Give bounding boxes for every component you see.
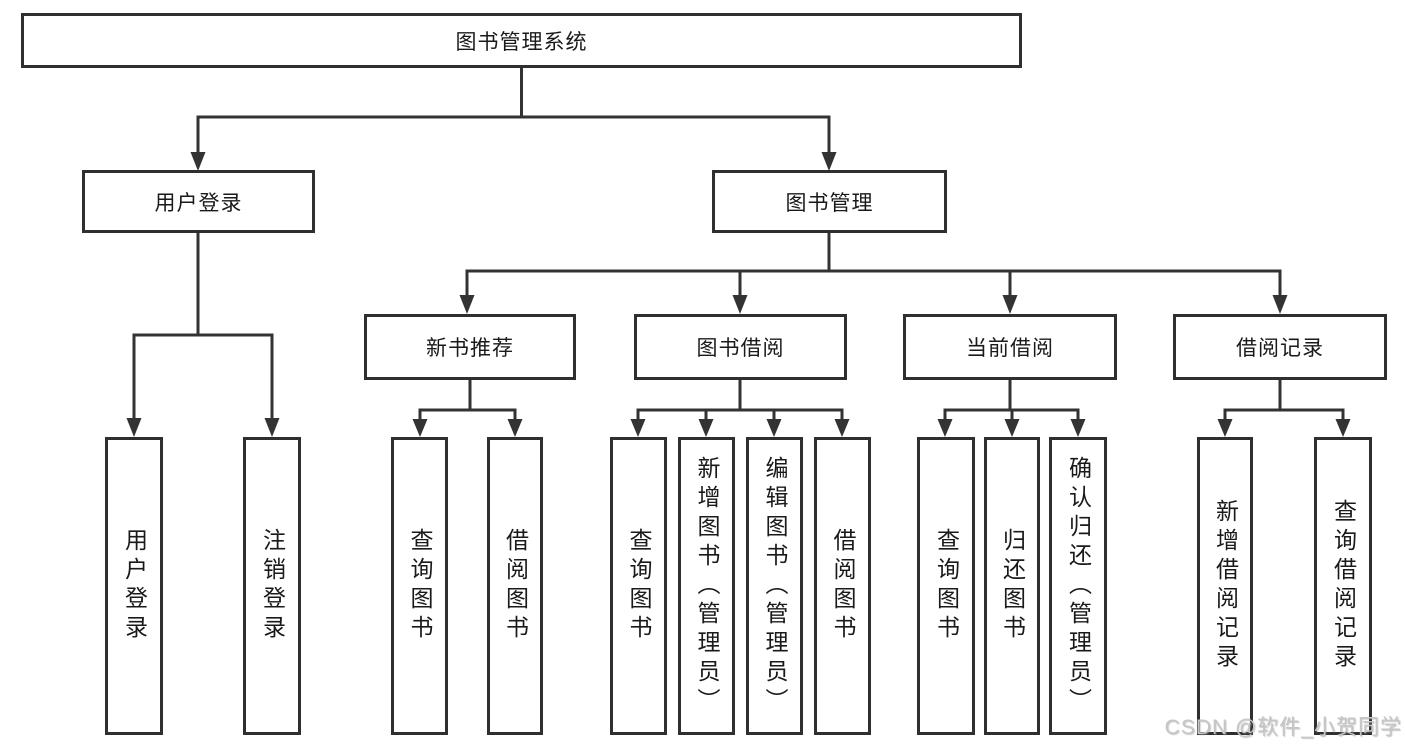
- leaf-query-books-borrow-label: 查询图书: [626, 528, 652, 644]
- node-root: 图书管理系统: [21, 13, 1022, 68]
- leaf-query-borrow-record: 查询借阅记录: [1314, 437, 1372, 735]
- leaf-query-borrow-record-label: 查询借阅记录: [1330, 499, 1357, 673]
- arrowhead: [1272, 295, 1288, 314]
- arrowhead: [766, 419, 782, 437]
- arrowhead: [1070, 419, 1086, 437]
- arrowhead: [264, 418, 280, 437]
- connector-current-borrow-to-leaves: [937, 380, 1086, 437]
- arrowhead: [1335, 419, 1351, 437]
- leaf-user-login: 用户登录: [105, 437, 163, 735]
- arrowhead: [412, 419, 428, 437]
- arrowhead: [821, 152, 837, 171]
- connector-book-borrow-to-leaves: [630, 380, 850, 437]
- arrowhead: [698, 419, 714, 437]
- leaf-query-books-current-label: 查询图书: [933, 528, 960, 644]
- arrowhead: [126, 418, 142, 437]
- connector-root-to-level2: [190, 68, 837, 171]
- arrowhead: [937, 419, 953, 437]
- arrowhead: [732, 295, 748, 314]
- leaf-return-book: 归还图书: [984, 437, 1040, 735]
- leaf-logout: 注销登录: [243, 437, 301, 735]
- leaf-borrow-books-recommend-label: 借阅图书: [502, 528, 529, 644]
- leaf-edit-book-admin: 编辑图书（管理员）: [746, 437, 803, 735]
- leaf-query-books-recommend-label: 查询图书: [407, 528, 433, 644]
- leaf-edit-book-admin-label: 编辑图书（管理员）: [762, 455, 788, 717]
- leaf-borrow-books-label: 借阅图书: [830, 528, 856, 644]
- node-root-label: 图书管理系统: [455, 30, 588, 54]
- leaf-user-login-label: 用户登录: [121, 528, 148, 644]
- arrowhead: [507, 419, 523, 437]
- node-borrow-records: 借阅记录: [1173, 314, 1387, 380]
- connector-new-book-recommend-to-leaves: [412, 380, 523, 437]
- connector-user-login-to-leaves: [126, 233, 280, 437]
- leaf-add-book-admin-label: 新增图书（管理员）: [694, 455, 720, 717]
- leaf-confirm-return-admin: 确认归还（管理员）: [1049, 437, 1107, 735]
- leaf-confirm-return-admin-label: 确认归还（管理员）: [1065, 455, 1092, 717]
- arrowhead: [1217, 419, 1233, 437]
- arrowhead: [1004, 419, 1020, 437]
- node-book-borrow-label: 图书借阅: [696, 337, 785, 360]
- leaf-query-books-recommend: 查询图书: [391, 437, 448, 735]
- node-current-borrow: 当前借阅: [903, 314, 1117, 380]
- leaf-borrow-books-recommend: 借阅图书: [487, 437, 543, 735]
- leaf-borrow-books: 借阅图书: [814, 437, 871, 735]
- connector-borrow-records-to-leaves: [1217, 380, 1351, 437]
- node-new-book-recommend: 新书推荐: [364, 314, 576, 380]
- leaf-add-book-admin: 新增图书（管理员）: [678, 437, 735, 735]
- node-current-borrow-label: 当前借阅: [966, 337, 1054, 360]
- arrowhead: [459, 295, 475, 314]
- leaf-query-books-current: 查询图书: [917, 437, 975, 735]
- arrowhead: [834, 419, 850, 437]
- arrowhead: [190, 152, 206, 171]
- leaf-return-book-label: 归还图书: [999, 528, 1026, 644]
- node-book-borrow: 图书借阅: [634, 314, 847, 380]
- leaf-add-borrow-record-label: 新增借阅记录: [1212, 499, 1239, 673]
- node-user-login: 用户登录: [82, 170, 315, 233]
- node-book-management: 图书管理: [712, 170, 947, 233]
- csdn-watermark: CSDN @软件_小贺同学: [1164, 716, 1402, 739]
- leaf-add-borrow-record: 新增借阅记录: [1197, 437, 1253, 735]
- node-borrow-records-label: 借阅记录: [1236, 337, 1324, 360]
- node-book-management-label: 图书管理: [785, 191, 874, 215]
- leaf-query-books-borrow: 查询图书: [610, 437, 667, 735]
- node-user-login-label: 用户登录: [154, 191, 243, 215]
- node-new-book-recommend-label: 新书推荐: [426, 337, 514, 360]
- leaf-logout-label: 注销登录: [259, 528, 286, 644]
- connector-book-management-to-level3: [459, 233, 1288, 314]
- arrowhead: [1002, 295, 1018, 314]
- arrowhead: [630, 419, 646, 437]
